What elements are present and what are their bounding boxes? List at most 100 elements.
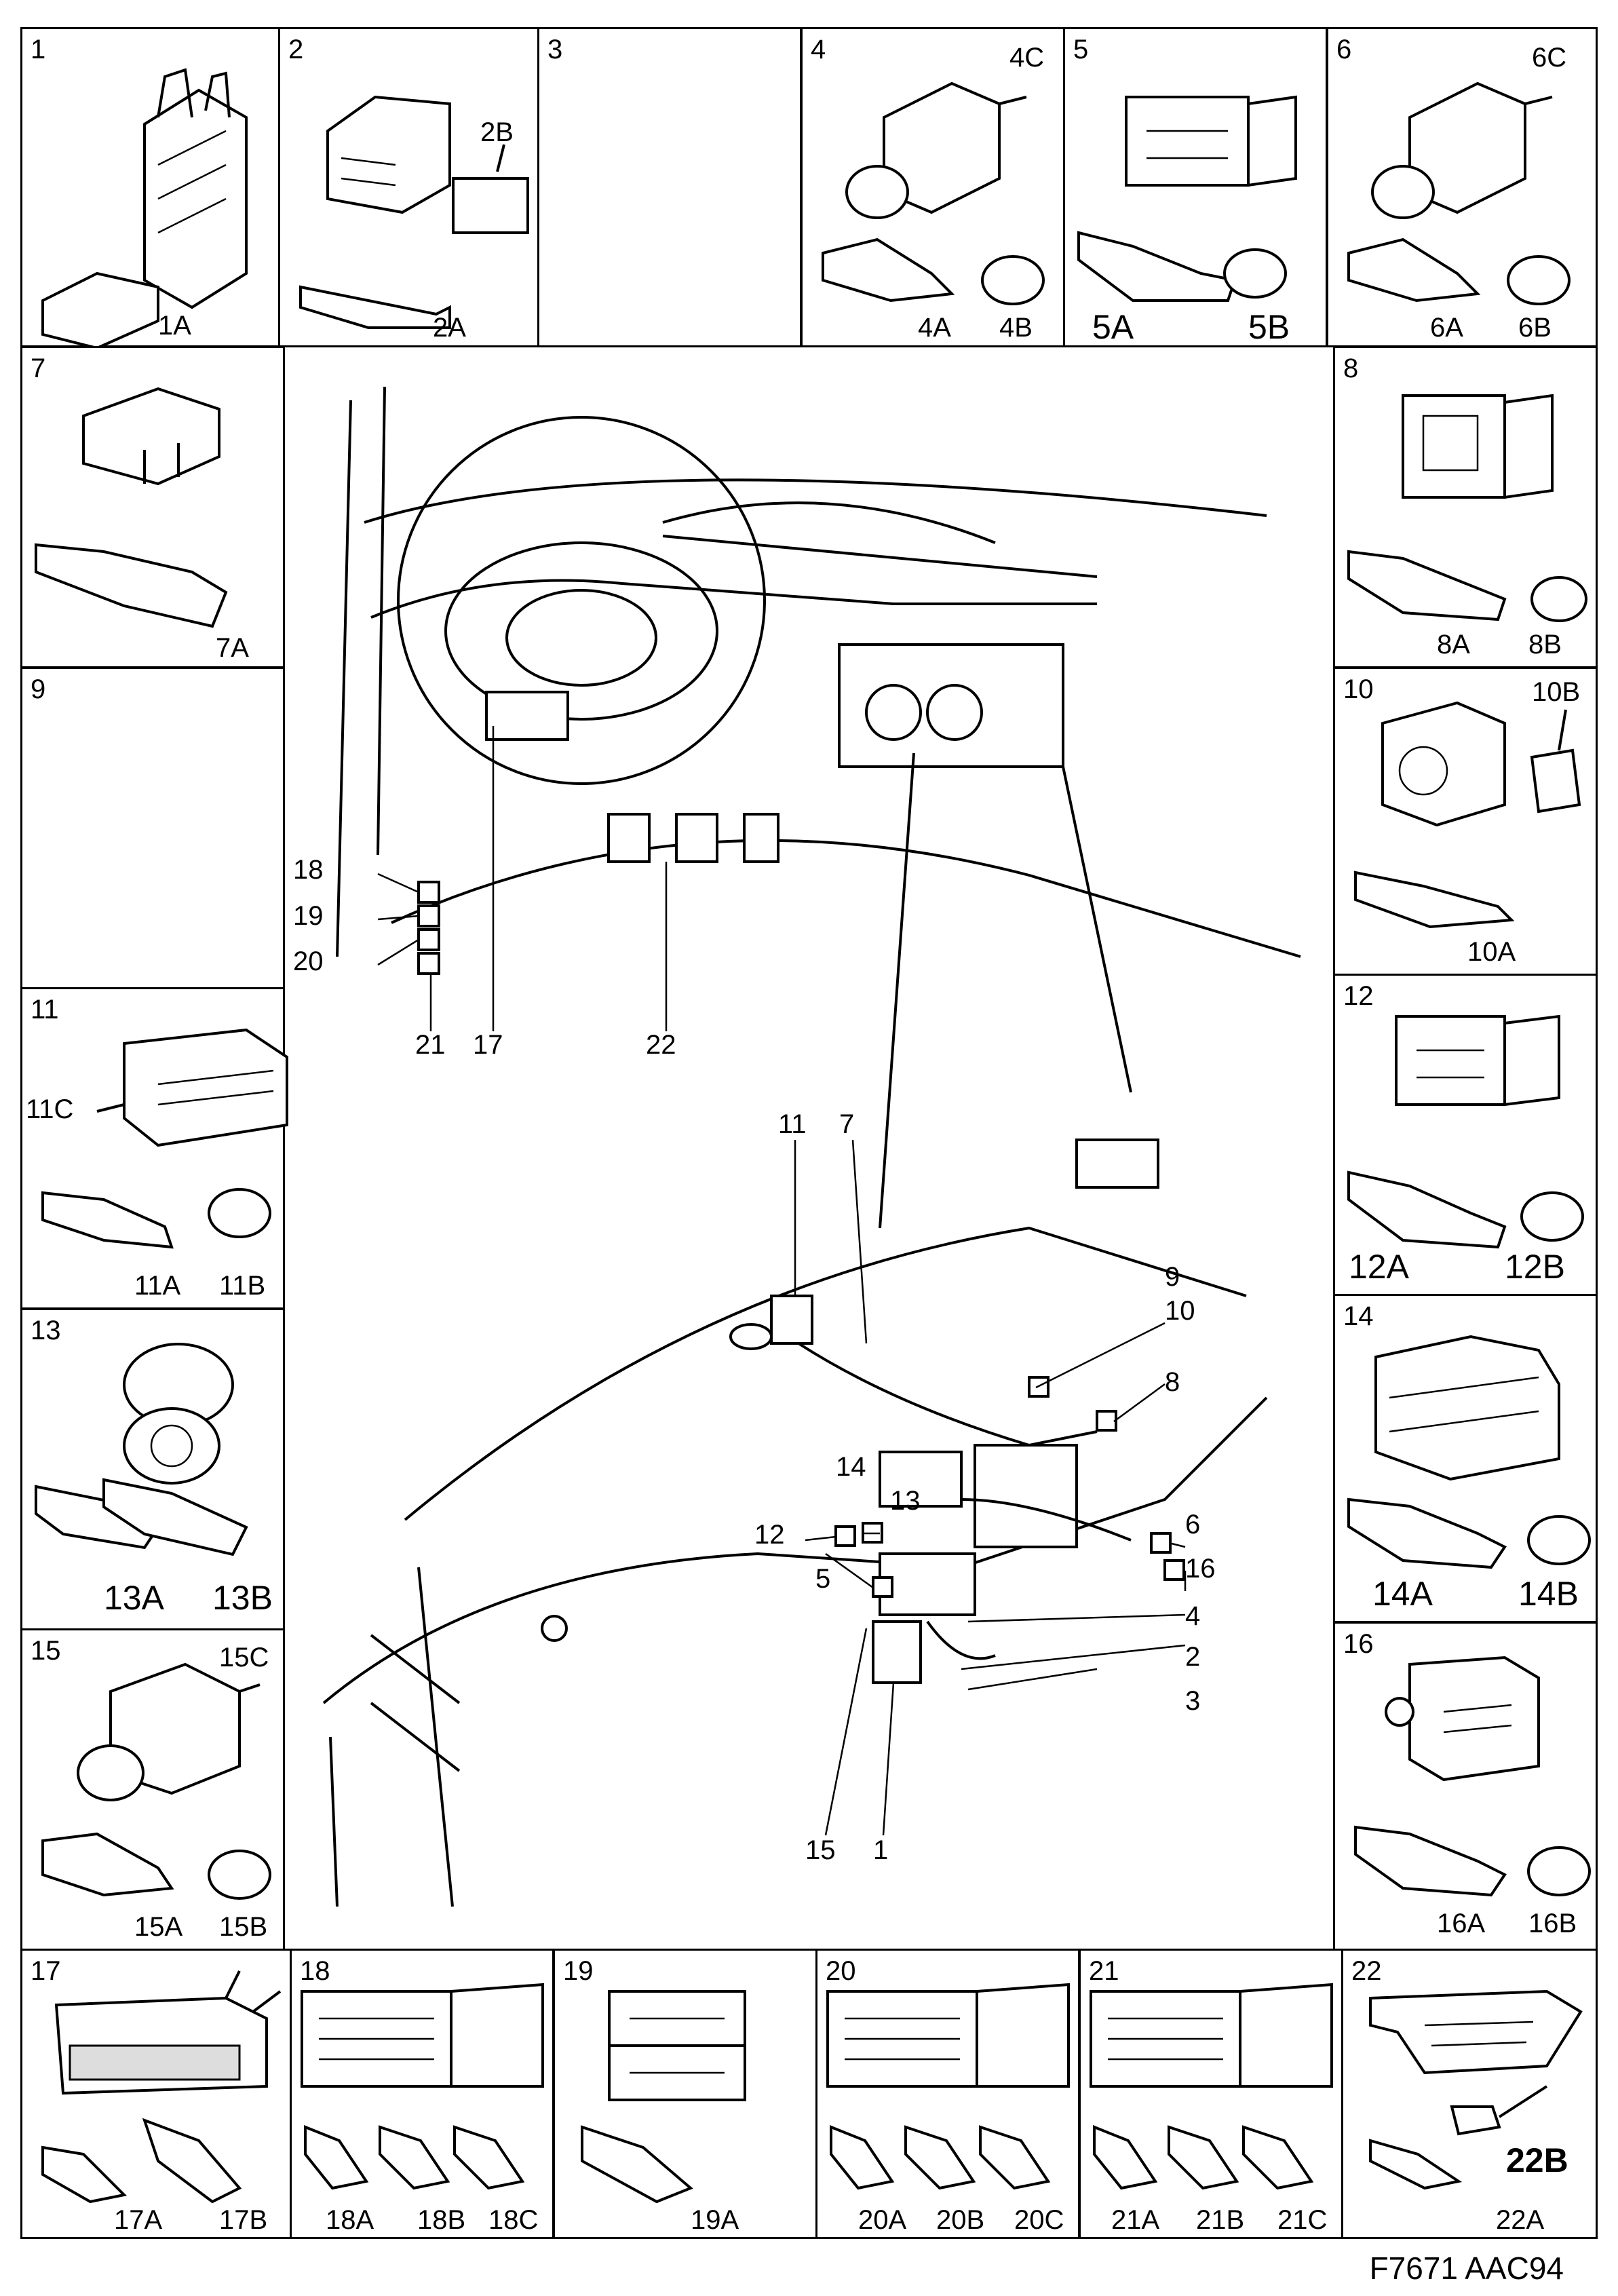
- callout-14: 14: [836, 1452, 866, 1482]
- connector-cell-8: 8 8A 8B: [1333, 346, 1598, 668]
- part-label-2A: 2A: [433, 313, 466, 343]
- connector-cell-19: 19 19A: [553, 1949, 817, 2239]
- part-label-18C: 18C: [488, 2205, 539, 2235]
- part-label-4B: 4B: [999, 313, 1033, 343]
- part-label-1A: 1A: [158, 311, 191, 341]
- part-label-10B: 10B: [1532, 677, 1581, 707]
- callout-7: 7: [839, 1109, 855, 1139]
- callout-18: 18: [293, 855, 324, 885]
- connector-7-drawing: [35, 387, 228, 628]
- callout-15: 15: [805, 1835, 836, 1865]
- callout-21: 21: [415, 1030, 446, 1060]
- part-label-5A: 5A: [1092, 308, 1134, 346]
- connector-cell-4: 4 4C 4A 4B: [801, 27, 1065, 347]
- cell-number: 12: [1343, 981, 1374, 1011]
- connector-cell-9: 9: [20, 667, 285, 989]
- vehicle-illustration: 18 19 20 21 17 22 11 7 9 10 8 14 13 12 5…: [283, 346, 1335, 1951]
- cell-number: 20: [826, 1956, 856, 1986]
- connector-16-drawing: [1354, 1656, 1591, 1897]
- cell-number: 13: [31, 1316, 61, 1345]
- cell-number: 22: [1351, 1956, 1382, 1986]
- connector-8-drawing: [1347, 394, 1587, 622]
- part-label-15A: 15A: [134, 1912, 183, 1942]
- connector-cell-22: 22 22B 22A: [1341, 1949, 1598, 2239]
- cell-number: 2: [288, 35, 304, 64]
- part-label-21B: 21B: [1196, 2205, 1245, 2235]
- callout-4: 4: [1185, 1601, 1201, 1631]
- part-label-18B: 18B: [417, 2205, 466, 2235]
- part-label-16B: 16B: [1528, 1909, 1577, 1938]
- connector-4-drawing: [822, 81, 1045, 305]
- part-label-6C: 6C: [1532, 43, 1567, 73]
- callout-5: 5: [815, 1564, 831, 1594]
- part-label-4C: 4C: [1009, 43, 1045, 73]
- connector-1-drawing: [41, 68, 248, 350]
- part-label-14A: 14A: [1372, 1575, 1433, 1613]
- cell-number: 17: [31, 1956, 61, 1986]
- connector-cell-12: 12 12A 12B: [1333, 974, 1598, 1296]
- cell-number: 16: [1343, 1629, 1374, 1659]
- connector-cell-1: 1 1A: [20, 27, 280, 350]
- connector-cell-3: 3: [537, 27, 802, 347]
- part-label-11B: 11B: [219, 1271, 266, 1301]
- cell-number: 18: [300, 1956, 330, 1986]
- callout-16: 16: [1185, 1554, 1216, 1584]
- connector-cell-7: 7 7A: [20, 346, 285, 668]
- cell-number: 11: [31, 995, 59, 1025]
- cell-number: 5: [1073, 35, 1089, 64]
- connector-15-drawing: [41, 1662, 271, 1900]
- callout-11: 11: [778, 1109, 807, 1139]
- connector-cell-5: 5 5A 5B: [1063, 27, 1328, 347]
- callout-10: 10: [1165, 1296, 1195, 1326]
- part-label-13B: 13B: [212, 1579, 273, 1617]
- connector-cell-20: 20 20A 20B 20C: [815, 1949, 1080, 2239]
- part-label-13A: 13A: [104, 1579, 164, 1617]
- connector-5-drawing: [1077, 95, 1297, 302]
- part-label-16A: 16A: [1437, 1909, 1486, 1938]
- part-label-22B: 22B: [1506, 2141, 1568, 2179]
- callout-20: 20: [293, 946, 324, 976]
- connector-cell-21: 21 21A 21B 21C: [1079, 1949, 1343, 2239]
- callout-6: 6: [1185, 1510, 1201, 1539]
- part-label-20A: 20A: [858, 2205, 907, 2235]
- callout-1: 1: [873, 1835, 889, 1865]
- connector-cell-16: 16 16A 16B: [1333, 1622, 1598, 1951]
- connector-10-drawing: [1354, 701, 1581, 929]
- part-label-2B: 2B: [480, 117, 514, 147]
- connector-6-drawing: [1347, 81, 1571, 305]
- vehicle-wiring-drawing: [322, 386, 1301, 1907]
- callout-13: 13: [890, 1486, 921, 1516]
- part-label-21C: 21C: [1277, 2205, 1328, 2235]
- connector-22-drawing: [1369, 1989, 1583, 2190]
- part-label-6A: 6A: [1430, 313, 1463, 343]
- part-label-19A: 19A: [691, 2205, 739, 2235]
- callout-9: 9: [1165, 1262, 1180, 1292]
- cell-number: 7: [31, 353, 46, 383]
- connector-14-drawing: [1347, 1335, 1591, 1569]
- part-label-20C: 20C: [1014, 2205, 1064, 2235]
- connector-cell-17: 17 17A 17B: [20, 1949, 292, 2239]
- cell-number: 14: [1343, 1301, 1374, 1331]
- callout-12: 12: [754, 1520, 785, 1550]
- connector-cell-10: 10 10B 10A: [1333, 667, 1598, 976]
- part-label-11A: 11A: [134, 1271, 181, 1301]
- connector-21-drawing: [1090, 1983, 1333, 2190]
- cell-number: 8: [1343, 353, 1359, 383]
- part-label-12B: 12B: [1505, 1248, 1565, 1286]
- connector-20-drawing: [826, 1983, 1070, 2190]
- callout-17: 17: [473, 1030, 503, 1060]
- part-label-5B: 5B: [1248, 308, 1290, 346]
- part-label-21A: 21A: [1111, 2205, 1160, 2235]
- cell-number: 21: [1089, 1956, 1119, 1986]
- callout-2: 2: [1185, 1642, 1201, 1672]
- connector-cell-2: 2 2B 2A: [278, 27, 539, 347]
- part-label-22A: 22A: [1496, 2205, 1545, 2235]
- part-label-11C: 11C: [26, 1094, 74, 1124]
- connector-13-drawing: [35, 1343, 248, 1556]
- connector-17-drawing: [41, 1970, 282, 2204]
- cell-number: 1: [31, 35, 46, 64]
- part-label-15B: 15B: [219, 1912, 268, 1942]
- part-label-6B: 6B: [1518, 313, 1552, 343]
- part-label-17A: 17A: [114, 2205, 163, 2235]
- part-label-14B: 14B: [1518, 1575, 1579, 1613]
